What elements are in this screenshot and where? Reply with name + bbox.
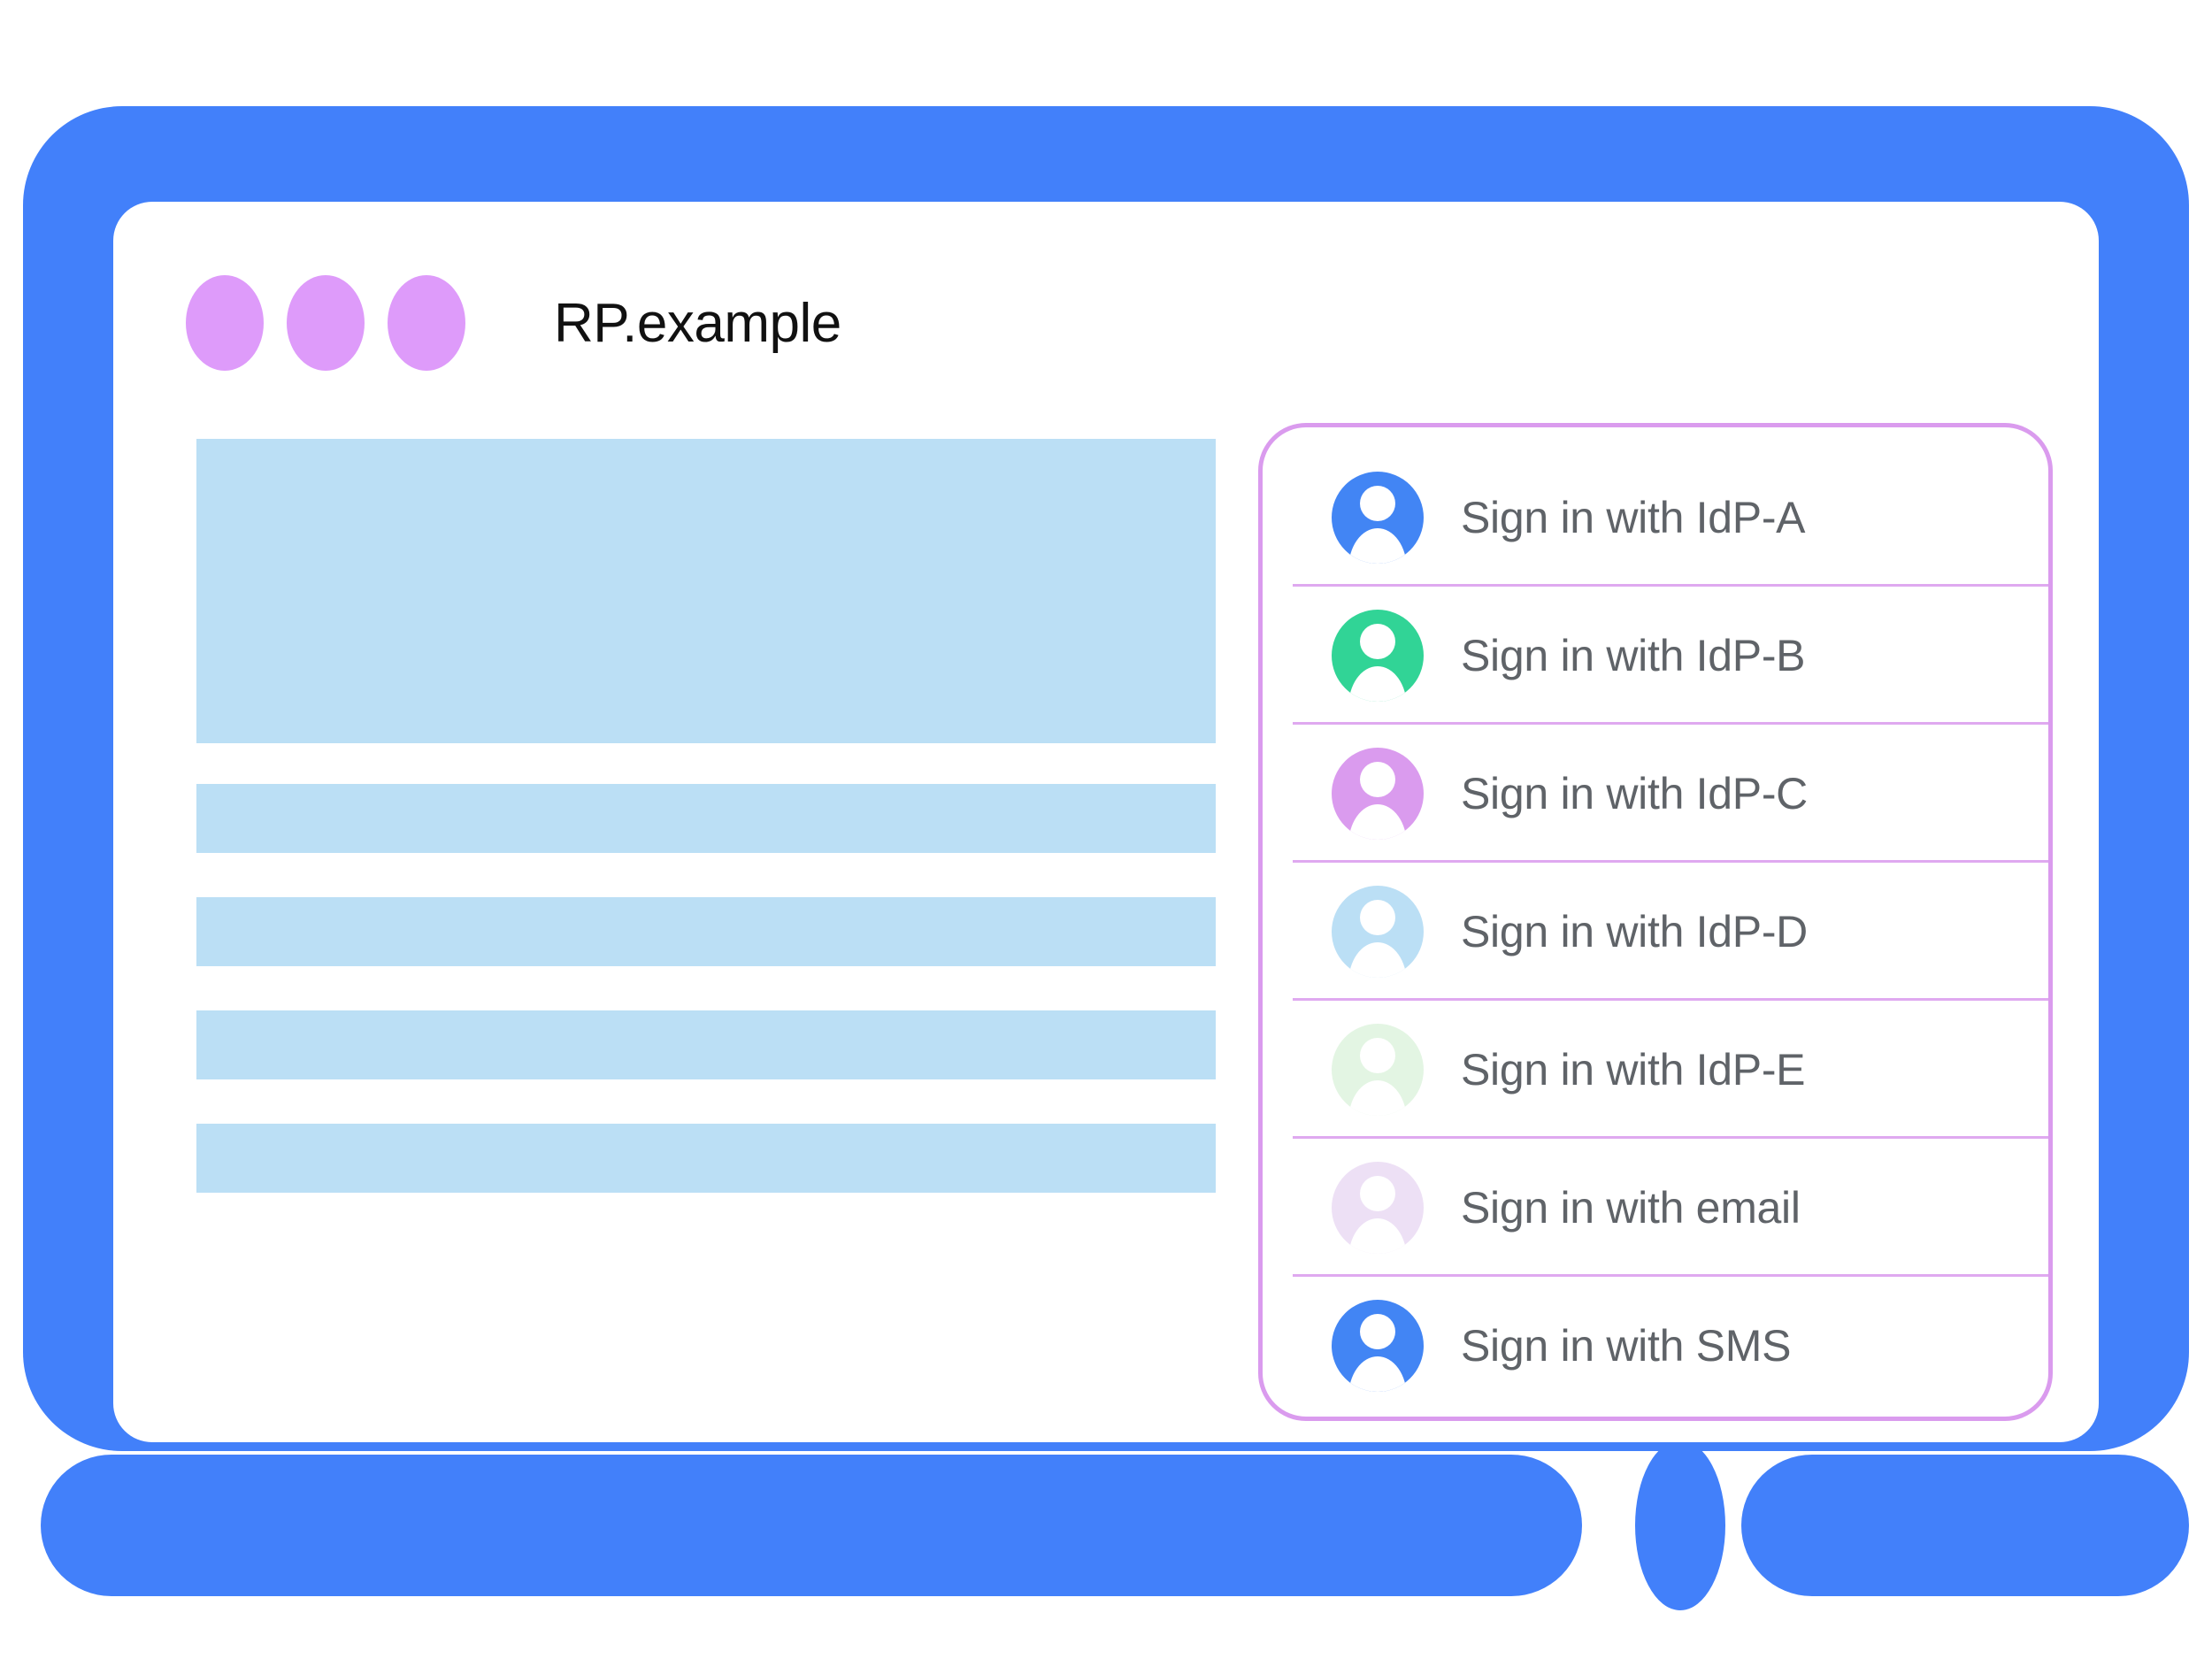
avatar-body-shape (1348, 1356, 1407, 1392)
account-avatar-icon (1332, 1300, 1424, 1392)
account-avatar-icon (1332, 1162, 1424, 1254)
window-dot-close-icon[interactable] (186, 275, 264, 371)
avatar-body-shape (1348, 666, 1407, 702)
avatar-body-shape (1348, 528, 1407, 564)
signin-option-label: Sign in with IdP-B (1461, 631, 1806, 680)
account-chooser-dialog: Sign in with IdP-A Sign in with IdP-B Sign… (1258, 423, 2053, 1421)
signin-option-label: Sign in with IdP-A (1461, 493, 1806, 542)
text-line-placeholder-2 (196, 897, 1216, 966)
device-stand-left-bar (41, 1455, 1582, 1596)
signin-option-label: Sign in with IdP-D (1461, 907, 1808, 956)
device-stand-right-bar (1741, 1455, 2189, 1596)
signin-option-row[interactable]: Sign in with SMS (1263, 1277, 2048, 1415)
avatar-body-shape (1348, 804, 1407, 840)
account-avatar-icon (1332, 472, 1424, 564)
signin-option-row[interactable]: Sign in with IdP-D (1263, 863, 2048, 1001)
device-home-button[interactable] (1635, 1440, 1725, 1610)
account-chooser-list: Sign in with IdP-A Sign in with IdP-B Sign… (1263, 449, 2048, 1415)
account-avatar-icon (1332, 886, 1424, 978)
avatar-body-shape (1348, 942, 1407, 978)
text-line-placeholder-3 (196, 1010, 1216, 1079)
signin-option-label: Sign in with IdP-C (1461, 769, 1808, 818)
signin-option-label: Sign in with SMS (1461, 1321, 1792, 1371)
avatar-head-shape (1360, 624, 1395, 659)
page-title: RP.example (554, 292, 841, 354)
text-line-placeholder-4 (196, 1124, 1216, 1193)
signin-option-row[interactable]: Sign in with IdP-A (1263, 449, 2048, 587)
avatar-body-shape (1348, 1218, 1407, 1254)
signin-option-row[interactable]: Sign in with email (1263, 1139, 2048, 1277)
browser-titlebar: RP.example (186, 274, 841, 372)
signin-option-row[interactable]: Sign in with IdP-E (1263, 1001, 2048, 1139)
account-avatar-icon (1332, 748, 1424, 840)
avatar-body-shape (1348, 1080, 1407, 1116)
signin-option-row[interactable]: Sign in with IdP-C (1263, 725, 2048, 863)
avatar-head-shape (1360, 1314, 1395, 1349)
account-avatar-icon (1332, 1024, 1424, 1116)
signin-option-label: Sign in with IdP-E (1461, 1045, 1806, 1094)
account-avatar-icon (1332, 610, 1424, 702)
avatar-head-shape (1360, 1038, 1395, 1073)
window-dot-maximize-icon[interactable] (388, 275, 465, 371)
window-dot-minimize-icon[interactable] (287, 275, 365, 371)
avatar-head-shape (1360, 762, 1395, 797)
avatar-head-shape (1360, 1176, 1395, 1211)
signin-option-label: Sign in with email (1461, 1183, 1801, 1233)
hero-placeholder (196, 439, 1216, 743)
avatar-head-shape (1360, 486, 1395, 521)
signin-option-row[interactable]: Sign in with IdP-B (1263, 587, 2048, 725)
text-line-placeholder-1 (196, 784, 1216, 853)
page-content-skeleton (196, 439, 1216, 1193)
avatar-head-shape (1360, 900, 1395, 935)
